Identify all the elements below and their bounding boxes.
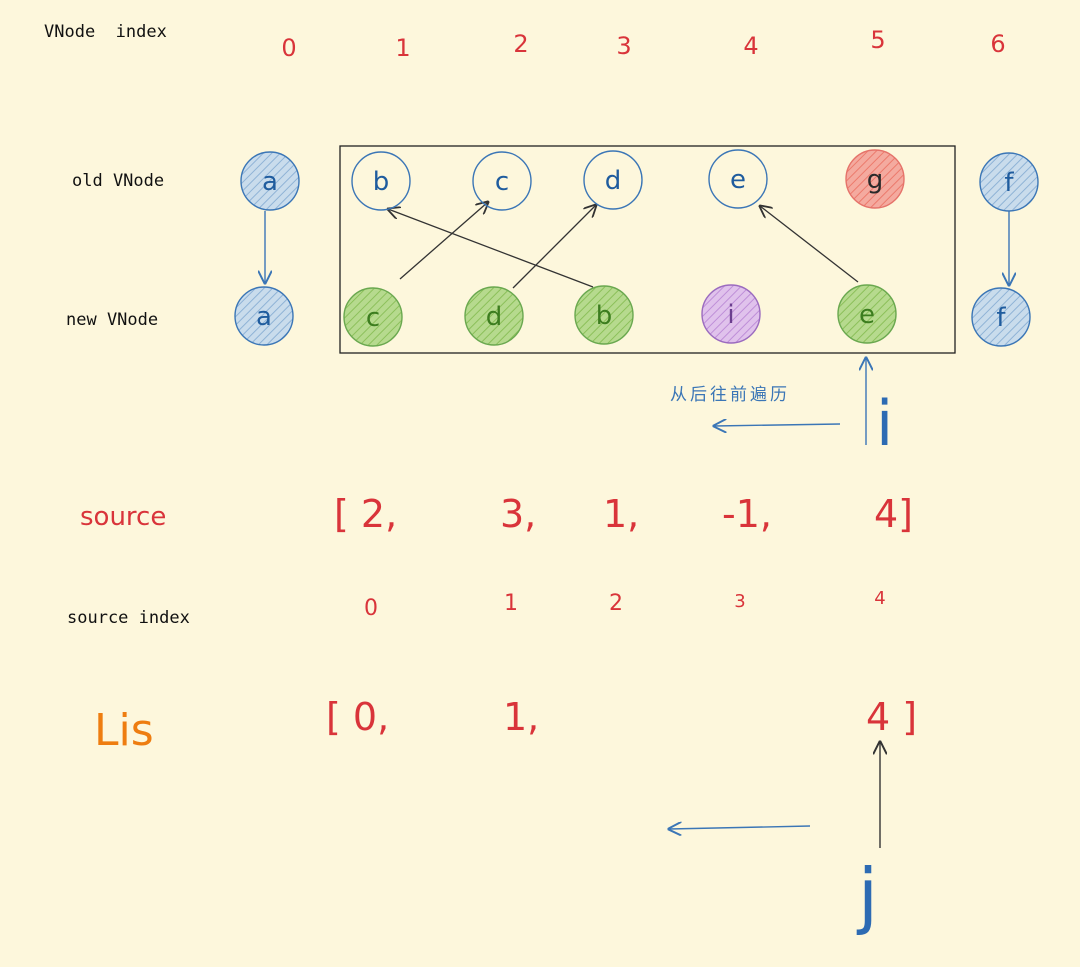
vnode-index-3: 3 bbox=[616, 32, 631, 60]
vnode-index-0: 0 bbox=[281, 34, 296, 62]
traverse-direction-note: 从后往前遍历 bbox=[670, 385, 790, 405]
source-index-4: 4 bbox=[874, 588, 885, 609]
new-vnode-node-circle-6 bbox=[971, 287, 1031, 347]
label-vnode-index: VNode index bbox=[44, 22, 167, 42]
new-vnode-node-label-6: f bbox=[996, 303, 1006, 333]
new-vnode-node-label-0: a bbox=[256, 302, 272, 332]
old-vnode-node-label-4: e bbox=[730, 165, 746, 195]
source-index-1: 1 bbox=[504, 591, 518, 616]
source-token-2: 1, bbox=[603, 492, 639, 536]
label-source: source bbox=[80, 502, 166, 532]
new-vnode-node-3: b bbox=[574, 285, 634, 345]
lis-array: [ 0, 1, 4 ] bbox=[326, 695, 917, 739]
vnode-index-4: 4 bbox=[743, 32, 758, 60]
vnode-index-5: 5 bbox=[870, 26, 885, 54]
old-vnode-node-1: b bbox=[351, 151, 411, 211]
label-new-vnode: new VNode bbox=[66, 310, 158, 330]
new-vnode-node-circle-5 bbox=[837, 284, 897, 344]
old-vnode-node-4: e bbox=[708, 149, 768, 209]
source-token-1: 3, bbox=[500, 492, 536, 536]
lis-token-1: 1, bbox=[503, 695, 539, 739]
source-index-row: 0 1 2 3 4 bbox=[364, 588, 886, 621]
arrow-d-to-d bbox=[512, 205, 596, 289]
arrow-b-to-b bbox=[388, 209, 594, 288]
old-vnode-node-circle-2 bbox=[472, 151, 532, 211]
vnode-index-6: 6 bbox=[990, 30, 1005, 58]
old-vnode-node-circle-0 bbox=[240, 151, 300, 211]
new-vnode-node-2: d bbox=[464, 286, 524, 346]
label-lis: Lis bbox=[94, 705, 154, 756]
source-token-0: [ 2, bbox=[334, 492, 397, 536]
new-vnode-node-circle-2 bbox=[464, 286, 524, 346]
source-index-0: 0 bbox=[364, 596, 378, 621]
old-vnode-node-3: d bbox=[583, 150, 643, 210]
new-vnode-node-label-3: b bbox=[596, 301, 613, 331]
label-source-index: source index bbox=[67, 608, 190, 628]
new-vnode-node-label-5: e bbox=[859, 300, 875, 330]
vnode-index-row: 0 1 2 3 4 5 6 bbox=[281, 26, 1005, 62]
arrow-e-to-e bbox=[760, 206, 859, 283]
lis-token-0: [ 0, bbox=[326, 695, 389, 739]
old-vnode-node-circle-1 bbox=[351, 151, 411, 211]
arrow-c-to-c bbox=[399, 202, 488, 280]
old-vnode-node-label-5: g bbox=[867, 165, 884, 195]
new-vnode-node-label-4: i bbox=[727, 300, 734, 330]
old-vnode-node-circle-3 bbox=[583, 150, 643, 210]
old-vnode-node-0: a bbox=[240, 151, 300, 211]
old-vnode-node-2: c bbox=[472, 151, 532, 211]
old-vnode-node-label-3: d bbox=[605, 166, 622, 196]
old-vnode-node-label-0: a bbox=[262, 167, 278, 197]
new-vnode-node-label-1: c bbox=[366, 303, 380, 333]
new-vnode-node-circle-3 bbox=[574, 285, 634, 345]
source-array: [ 2, 3, 1, -1, 4] bbox=[334, 492, 913, 536]
mapping-arrows bbox=[388, 202, 859, 289]
old-vnode-node-circle-4 bbox=[708, 149, 768, 209]
old-vnode-node-label-6: f bbox=[1004, 168, 1014, 198]
old-vnode-node-circle-5 bbox=[845, 149, 905, 209]
old-vnode-node-5: g bbox=[845, 149, 905, 209]
vnode-index-2: 2 bbox=[513, 30, 528, 58]
new-vnode-node-circle-1 bbox=[343, 287, 403, 347]
source-index-3: 3 bbox=[734, 591, 745, 612]
unprocessed-range-box bbox=[339, 145, 956, 354]
new-vnode-node-circle-4 bbox=[701, 284, 761, 344]
new-vnode-node-4: i bbox=[701, 284, 761, 344]
old-vnode-node-label-1: b bbox=[373, 167, 390, 197]
source-index-2: 2 bbox=[609, 591, 623, 616]
old-vnode-node-circle-6 bbox=[979, 152, 1039, 212]
lis-token-2: 4 ] bbox=[866, 695, 917, 739]
pointer-i-label: i bbox=[876, 387, 893, 460]
new-vnode-node-6: f bbox=[971, 287, 1031, 347]
pointer-j-left-arrow bbox=[669, 826, 811, 829]
vnode-index-1: 1 bbox=[395, 34, 410, 62]
old-vnode-node-6: f bbox=[979, 152, 1039, 212]
new-vnode-node-1: c bbox=[343, 287, 403, 347]
source-token-4: 4] bbox=[874, 492, 913, 536]
traverse-left-arrow bbox=[714, 424, 841, 426]
label-old-vnode: old VNode bbox=[72, 171, 164, 191]
new-vnode-node-label-2: d bbox=[486, 302, 503, 332]
old-vnode-node-label-2: c bbox=[495, 167, 509, 197]
pointer-j-label: j bbox=[856, 853, 878, 937]
source-token-3: -1, bbox=[722, 492, 772, 536]
new-vnode-node-5: e bbox=[837, 284, 897, 344]
new-vnode-node-0: a bbox=[234, 286, 294, 346]
new-vnode-node-circle-0 bbox=[234, 286, 294, 346]
